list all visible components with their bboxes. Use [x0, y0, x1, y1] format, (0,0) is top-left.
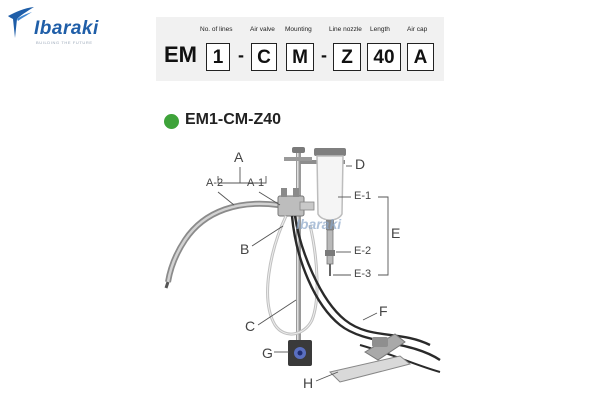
header-line-nozzle: Line nozzle: [329, 26, 362, 33]
foot-pedal: [329, 355, 412, 383]
hose-black-1: [293, 215, 431, 347]
header-air-valve: Air valve: [250, 26, 275, 33]
callout-c: C: [245, 318, 256, 334]
callout-e-3: E-3: [354, 268, 372, 280]
watermark: Ibaraki: [296, 216, 342, 232]
green-bullet-icon: [164, 114, 179, 129]
slot-line-nozzle: Z: [333, 43, 361, 71]
header-length: Length: [370, 26, 390, 33]
slot-mounting: M: [286, 43, 314, 71]
bracket-a: [217, 176, 267, 184]
brand-logo: Ibaraki BUILDING THE FUTURE: [6, 4, 116, 46]
callout-d: D: [355, 156, 366, 172]
callout-g: G: [262, 345, 273, 361]
callout-e: E: [391, 225, 401, 241]
code-prefix: EM: [164, 42, 197, 67]
callout-a-2: A-2: [206, 177, 224, 189]
slot-air-valve: C: [251, 43, 277, 71]
header-mounting: Mounting: [285, 26, 312, 33]
slot-no-of-lines: 1: [206, 43, 230, 71]
separator: -: [321, 45, 327, 65]
callout-a: A: [234, 149, 244, 165]
brand-tagline: BUILDING THE FUTURE: [36, 40, 93, 45]
hose-c: [266, 215, 319, 336]
tank: [316, 155, 344, 221]
tank-lid: [314, 148, 346, 156]
model-title: EM1-CM-Z40: [185, 111, 282, 128]
callout-e-2: E-2: [354, 245, 372, 257]
slot-air-cap: A: [407, 43, 434, 71]
separator: -: [238, 45, 244, 65]
callout-b: B: [240, 241, 250, 257]
callout-f: F: [379, 303, 388, 319]
header-air-cap: Air cap: [407, 26, 428, 33]
model-code-panel: No. of lines Air valve Mounting Line noz…: [156, 17, 444, 81]
header-no-of-lines: No. of lines: [200, 26, 233, 33]
callout-e-1: E-1: [354, 190, 372, 202]
bird-logo-icon: [8, 7, 34, 38]
hose-black-2: [290, 215, 441, 361]
bracket-e: [378, 196, 389, 276]
callout-a-1: A-1: [247, 177, 265, 189]
brand-name: Ibaraki: [34, 18, 99, 39]
callout-h: H: [303, 375, 314, 391]
slot-length: 40: [367, 43, 401, 71]
